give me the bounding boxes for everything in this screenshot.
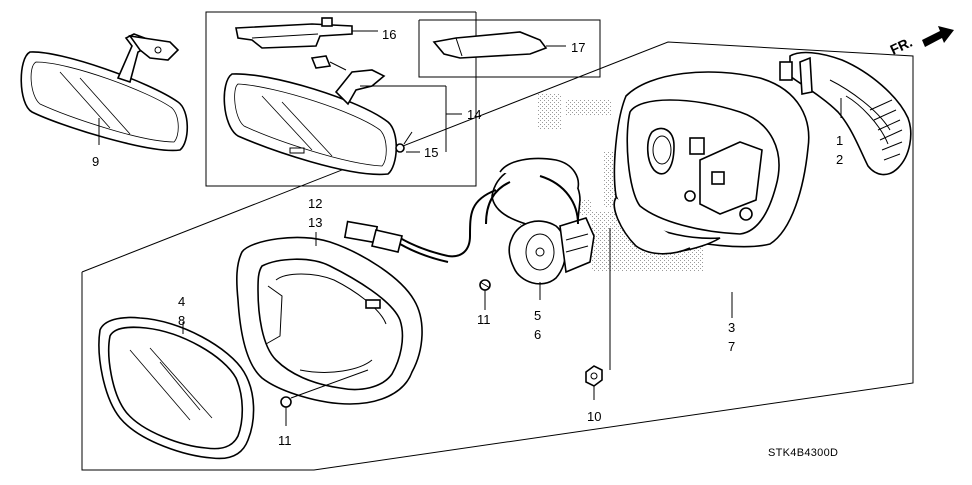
part-mirror-housing[interactable] [520,71,810,318]
callout-3: 3 [728,320,735,335]
part-screw-11-upper[interactable] [479,279,491,310]
callout-11-lower: 11 [278,433,292,448]
part-rear-view-mirror[interactable] [20,33,189,152]
callout-15: 15 [424,145,438,160]
callout-2: 2 [836,152,843,167]
callout-9: 9 [92,154,99,169]
part-skull-cap[interactable] [236,232,423,405]
part-mirror-actuator[interactable] [343,157,595,301]
diagram-code: STK4B4300D [768,447,838,459]
part-auto-dimming-mirror[interactable] [223,55,462,176]
direction-label: FR. [888,34,915,58]
callout-13: 13 [308,215,322,230]
callout-8: 8 [178,313,185,328]
part-screw-11-lower[interactable] [280,369,369,426]
callout-11-upper: 11 [477,312,491,327]
group-frame-14 [205,11,477,187]
outer-assembly-frame [81,41,914,471]
callout-17: 17 [571,40,585,55]
part-screw-15[interactable] [395,131,420,153]
callout-7: 7 [728,339,735,354]
callout-1: 1 [836,133,843,148]
callout-6: 6 [534,327,541,342]
callout-4: 4 [178,294,185,309]
arrow-right-icon [922,26,954,47]
front-direction-arrow: FR. [888,26,954,58]
part-cover-17[interactable] [432,31,566,59]
part-side-turn-signal[interactable] [779,51,912,176]
callout-12: 12 [308,196,322,211]
part-nut-10[interactable] [585,228,611,400]
callout-14: 14 [467,107,481,122]
callout-16: 16 [382,27,396,42]
callout-5: 5 [534,308,541,323]
part-bracket-16[interactable] [235,17,378,49]
callout-10: 10 [587,409,601,424]
group-frame-17 [418,19,601,78]
part-mirror-glass[interactable] [98,316,255,460]
